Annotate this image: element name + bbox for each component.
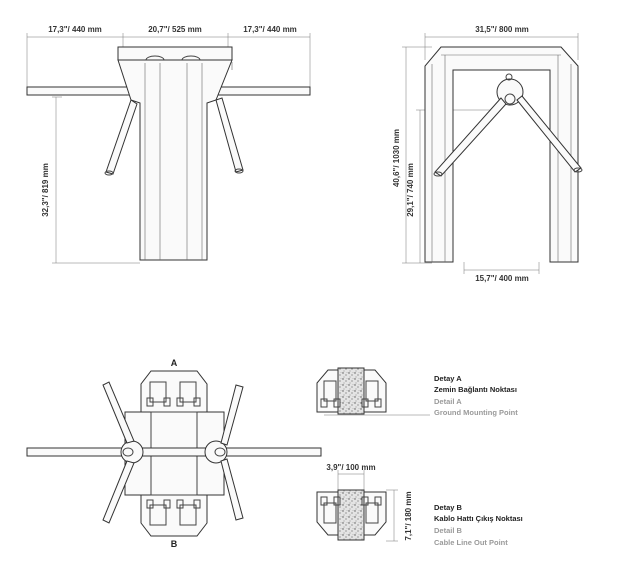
front-top-dimension-lines [26, 33, 311, 90]
top-arm-upper-right [220, 384, 244, 446]
front-cabinet-lid [117, 46, 233, 61]
detail-b-subtitle-en: Cable Line Out Point [434, 538, 508, 547]
detail-a-drawing [316, 367, 430, 416]
top-view-letter-a: A [171, 358, 178, 368]
detail-b-title-tr: Detay B [434, 503, 463, 512]
side-hub-center-icon [504, 93, 516, 105]
top-foot-plate-b [140, 494, 208, 537]
side-dim-width: 31,5"/ 800 mm [475, 25, 529, 34]
detail-b-dim-width: 3,9"/ 100 mm [326, 463, 375, 472]
detail-b-dim-height: 7,1"/ 180 mm [404, 491, 413, 540]
side-view: 31,5"/ 800 mm 40,6"/ 1030 mm 29,1"/ 740 … [392, 25, 583, 283]
detail-b-cable-outlet [337, 489, 365, 541]
side-dim-arm-height: 29,1"/ 740 mm [406, 163, 415, 217]
top-arm-lower-left [102, 460, 135, 524]
detail-b-subtitle-tr: Kablo Hattı Çıkış Noktası [434, 514, 523, 523]
top-arm-lower-right [220, 458, 244, 521]
detail-b-title-en: Detail B [434, 526, 463, 535]
detail-a-title-tr: Detay A [434, 374, 462, 383]
side-dim-inner-width: 15,7"/ 400 mm [475, 274, 529, 283]
front-right-arm [215, 97, 244, 173]
side-rotor-hub [496, 78, 524, 106]
detail-a-subtitle-en: Ground Mounting Point [434, 408, 518, 417]
top-horizontal-arm [26, 447, 322, 457]
detail-a-mounting-point [337, 367, 365, 415]
side-cabinet-frame [424, 46, 579, 263]
front-dim-right: 17,3"/ 440 mm [243, 25, 297, 34]
front-dim-left: 17,3"/ 440 mm [48, 25, 102, 34]
top-arm-upper-left [102, 381, 135, 444]
front-cabinet-body [117, 59, 233, 261]
detail-a-subtitle-tr: Zemin Bağlantı Noktası [434, 385, 517, 394]
front-left-arm [105, 99, 138, 175]
top-view: A B [26, 358, 322, 549]
top-right-hub [204, 440, 228, 464]
front-dim-height: 32,3"/ 819 mm [41, 163, 50, 217]
front-view: 17,3"/ 440 mm 20,7"/ 525 mm 17,3"/ 440 m… [26, 25, 311, 264]
detail-b-drawing [316, 470, 398, 542]
front-dim-center: 20,7"/ 525 mm [148, 25, 202, 34]
side-dim-total-height: 40,6"/ 1030 mm [392, 129, 401, 187]
detail-a-title-en: Detail A [434, 397, 462, 406]
top-view-letter-b: B [171, 539, 178, 549]
top-left-hub [120, 440, 144, 464]
